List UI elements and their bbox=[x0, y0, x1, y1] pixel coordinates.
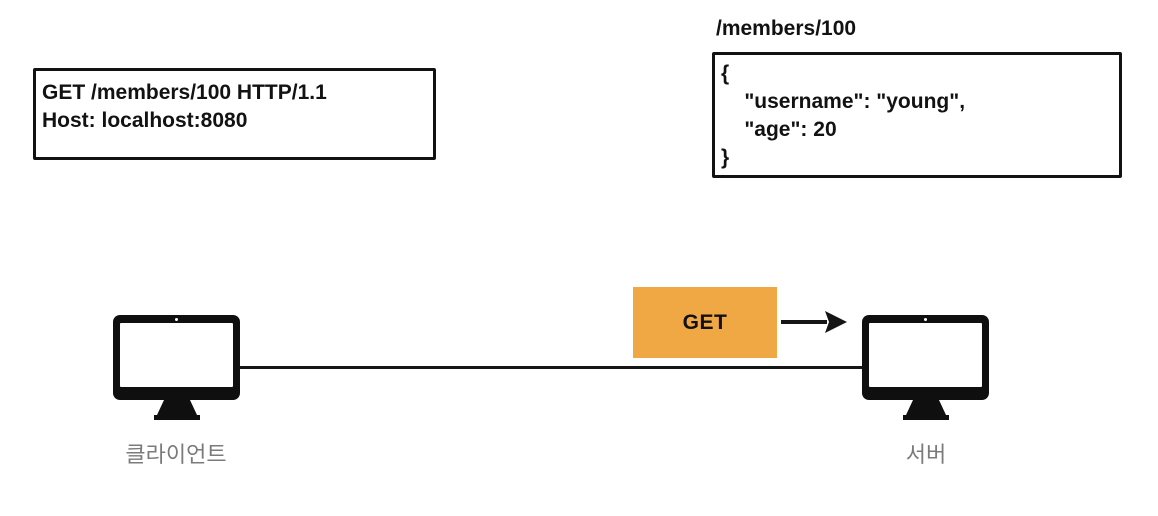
server-monitor-icon bbox=[862, 315, 989, 420]
network-line bbox=[239, 366, 863, 369]
client-monitor-icon bbox=[113, 315, 240, 420]
json-line: "username": "young", bbox=[721, 90, 966, 113]
monitor-screen bbox=[869, 323, 982, 387]
request-line: GET /members/100 HTTP/1.1 bbox=[42, 81, 327, 104]
resource-path-label: /members/100 bbox=[716, 17, 857, 40]
camera-dot bbox=[175, 318, 178, 321]
server-label: 서버 bbox=[905, 442, 947, 467]
monitor-body bbox=[113, 315, 240, 400]
json-line: "age": 20 bbox=[721, 118, 837, 141]
http-request-box: GET /members/100 HTTP/1.1 Host: localhos… bbox=[33, 68, 436, 160]
camera-dot bbox=[924, 318, 927, 321]
arrow-right-icon bbox=[781, 311, 847, 333]
client-label: 클라이언트 bbox=[125, 442, 227, 467]
monitor-base bbox=[153, 415, 200, 420]
get-message-label: GET bbox=[682, 310, 728, 334]
json-line: { bbox=[721, 62, 730, 85]
monitor-stand bbox=[905, 400, 946, 415]
monitor-screen bbox=[120, 323, 233, 387]
json-response-box: { "username": "young", "age": 20 } bbox=[712, 52, 1122, 178]
monitor-body bbox=[862, 315, 989, 400]
monitor-base bbox=[902, 415, 949, 420]
json-line: } bbox=[721, 146, 730, 169]
get-message-box: GET bbox=[633, 287, 777, 358]
request-host-line: Host: localhost:8080 bbox=[42, 109, 248, 132]
monitor-stand bbox=[156, 400, 197, 415]
